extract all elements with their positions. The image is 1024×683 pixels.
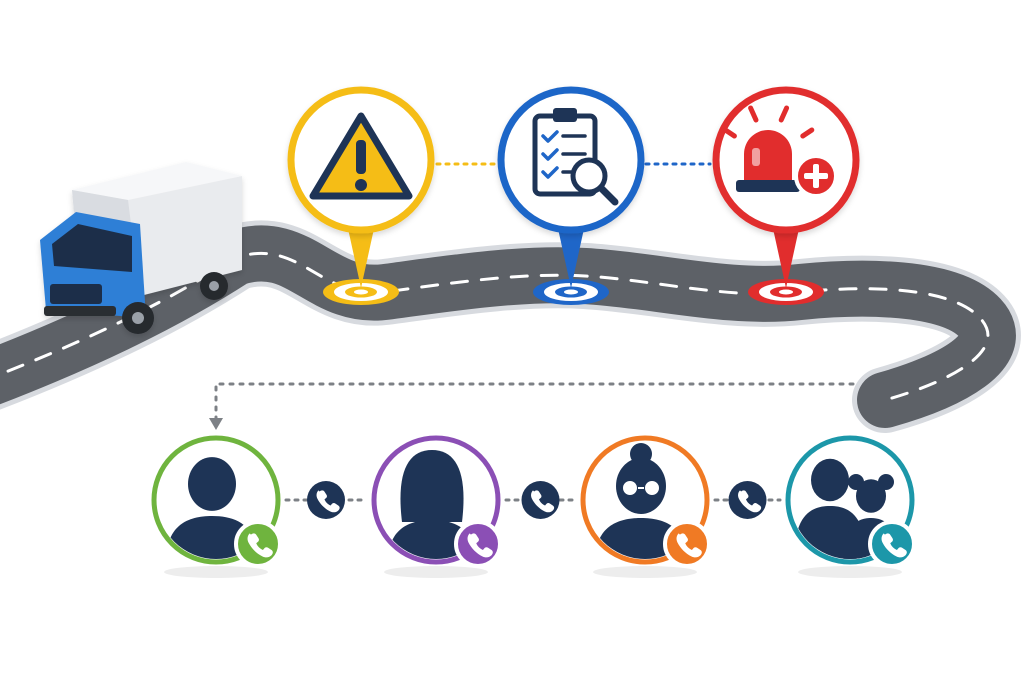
milestone-warning [287,86,435,305]
truck-hubcap [209,281,219,291]
contact-family [785,435,916,578]
contact-connector [284,481,368,519]
truck-hubcap [132,312,144,324]
contact-man [151,435,282,578]
milestone-pin-tail [557,224,585,288]
truck-grille [50,284,102,304]
truck-bumper [44,306,116,316]
woman-avatar-icon [388,450,476,559]
contact-phone-badge-icon [454,520,502,568]
contact-phone-badge-icon [868,520,916,568]
arrow-head-icon [209,418,223,430]
contacts [151,435,916,578]
truck-cargo-side [128,176,242,296]
milestones [287,86,860,305]
delivery-truck-icon [40,162,242,334]
emergency-siren-plus-icon [722,105,838,198]
phone-icon [521,481,560,519]
contact-phone-badge-icon [663,520,711,568]
contact-connector [504,481,577,519]
contact-elderly-woman [580,435,711,578]
phone-icon [307,481,345,519]
truck-windshield [52,224,132,272]
contact-woman [371,435,502,578]
milestone-emergency [712,86,860,305]
truck-cargo-top [72,162,242,200]
milestone-inspection [497,86,645,305]
phone-icon [728,481,767,519]
road-to-contacts-arrow [214,382,855,422]
milestone-pin-tail [772,224,800,288]
milestone-pin-tail [347,224,375,288]
contact-flow [209,382,855,430]
milestone-target [533,279,609,305]
contact-connector [713,481,782,519]
contact-phone-badge-icon [234,520,282,568]
milestone-target [323,279,399,305]
clipboard-search-icon [532,108,619,206]
milestone-target [748,279,824,305]
warning-triangle-icon [309,112,413,200]
elderly-woman-avatar-icon [595,443,687,559]
